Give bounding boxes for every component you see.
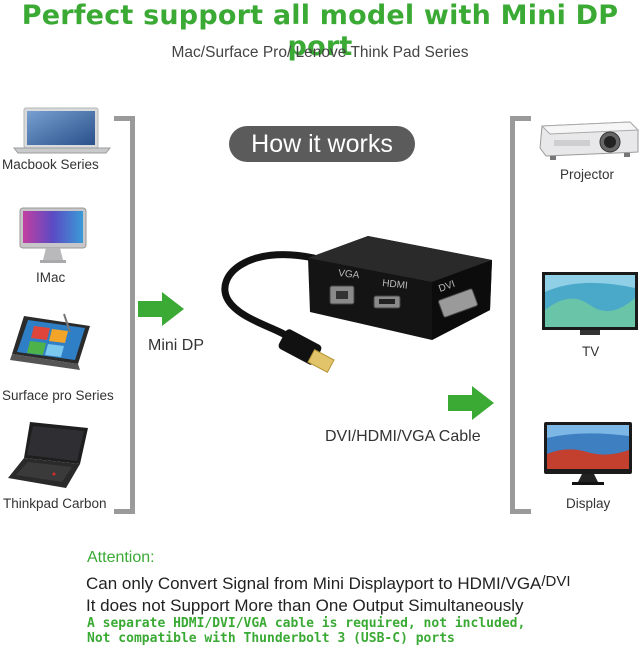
monitor-icon xyxy=(19,207,87,263)
laptop-icon xyxy=(12,107,112,154)
output-label: DVI/HDMI/VGA Cable xyxy=(325,428,481,445)
device-label-macbook: Macbook Series xyxy=(2,157,99,172)
page-subtitle: Mac/Surface Pro/ Lenove Think Pad Series xyxy=(171,44,469,61)
adapter-image: VGA HDMI DVI xyxy=(221,236,492,374)
arrow-right-icon xyxy=(448,386,494,420)
attention-title: Attention: xyxy=(87,549,155,566)
device-label-tv: TV xyxy=(582,344,600,359)
device-label-projector: Projector xyxy=(560,167,615,182)
port-label-vga: VGA xyxy=(338,268,360,281)
laptop-icon xyxy=(8,422,88,488)
projector-icon xyxy=(539,121,640,160)
attention-line-2: It does not Support More than One Output… xyxy=(86,596,524,615)
attention-line-1-main: Can only Convert Signal from Mini Displa… xyxy=(86,574,542,593)
how-it-works-badge: How it works xyxy=(229,126,415,162)
attention-line-1: Can only Convert Signal from Mini Displa… xyxy=(86,573,571,594)
attention-line-3: A separate HDMI/DVI/VGA cable is require… xyxy=(87,616,526,631)
arrow-right-icon xyxy=(138,292,184,326)
monitor-icon xyxy=(544,422,632,485)
device-label-display: Display xyxy=(566,496,611,511)
left-bracket xyxy=(114,116,135,514)
port-label-hdmi: HDMI xyxy=(382,278,409,292)
tv-icon xyxy=(542,272,638,335)
attention-line-4: Not compatible with Thunderbolt 3 (USB-C… xyxy=(87,631,455,646)
device-label-imac: IMac xyxy=(36,270,66,285)
attention-line-1-suffix: /DVI xyxy=(541,573,571,590)
input-label: Mini DP xyxy=(148,337,205,354)
port-label-dvi: DVI xyxy=(437,279,456,295)
device-label-thinkpad: Thinkpad Carbon xyxy=(3,496,107,511)
device-label-surface: Surface pro Series xyxy=(2,388,114,403)
right-bracket xyxy=(510,116,531,514)
page-title: Perfect support all model with Mini DP p… xyxy=(21,0,619,62)
tablet-icon xyxy=(10,313,90,370)
